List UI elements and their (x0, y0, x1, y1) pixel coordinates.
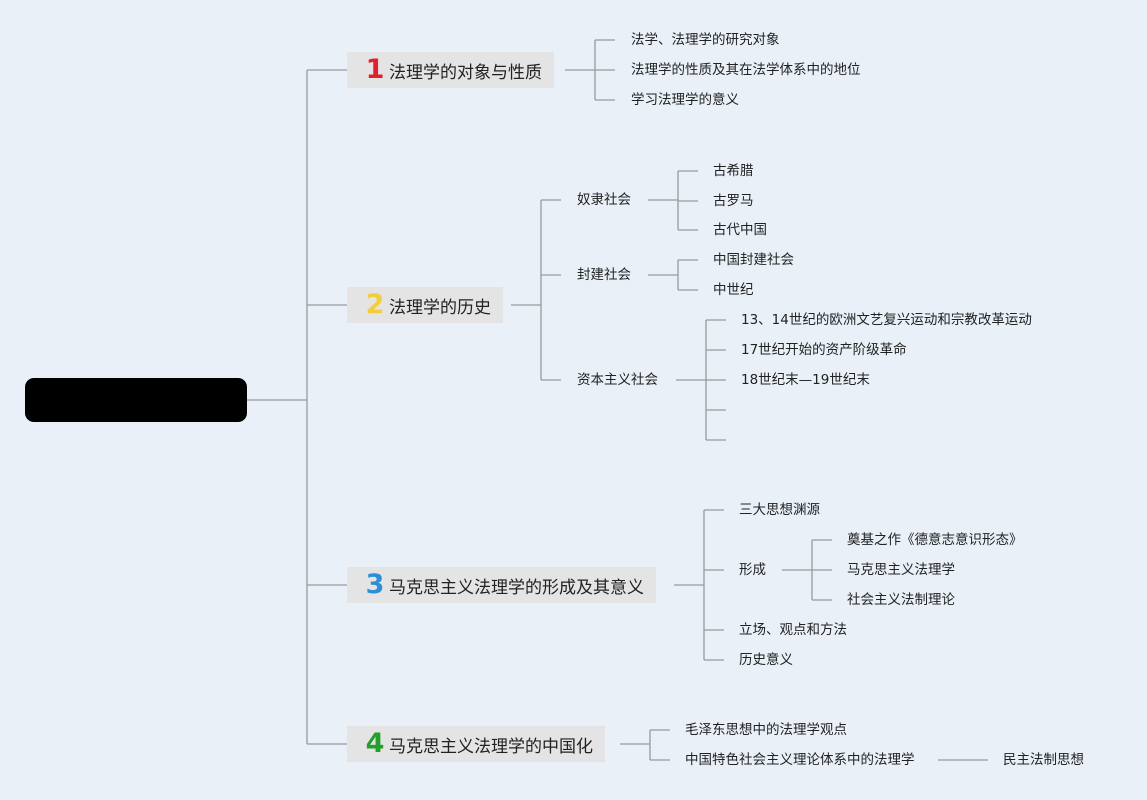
b3-child-4[interactable]: 历史意义 (739, 652, 793, 668)
b4-child-2[interactable]: 中国特色社会主义理论体系中的法理学 (685, 752, 915, 768)
b2-capital-connector (676, 319, 726, 441)
branch-2-label: 法理学的历史 (389, 297, 491, 318)
b2-feudal-child-2[interactable]: 中世纪 (713, 282, 754, 298)
b3-connector (674, 509, 724, 661)
b3-form-connector (782, 539, 832, 601)
b2-capital-child-1[interactable]: 13、14世纪的欧洲文艺复兴运动和宗教改革运动 (741, 312, 1032, 328)
branch-4[interactable]: 4 马克思主义法理学的中国化 (347, 726, 605, 762)
b3-child-formation[interactable]: 形成 (739, 562, 766, 578)
b1-child-2[interactable]: 法理学的性质及其在法学体系中的地位 (631, 62, 861, 78)
branch-1[interactable]: 1 法理学的对象与性质 (347, 52, 554, 88)
branch-1-number: 1 (365, 54, 385, 85)
b4-sub-child-1[interactable]: 民主法制思想 (1003, 752, 1084, 768)
b4-child-1[interactable]: 毛泽东思想中的法理学观点 (685, 722, 847, 738)
b2-feudal-child-1[interactable]: 中国封建社会 (713, 252, 794, 268)
branch-4-number: 4 (365, 728, 385, 759)
b2-slave-child-1[interactable]: 古希腊 (713, 163, 754, 179)
b2-slave-child-3[interactable]: 古代中国 (713, 222, 767, 238)
b1-child-1[interactable]: 法学、法理学的研究对象 (631, 32, 780, 48)
root-node[interactable] (25, 378, 247, 422)
b1-child-3[interactable]: 学习法理学的意义 (631, 92, 739, 108)
b3-child-3[interactable]: 立场、观点和方法 (739, 622, 847, 638)
b2-slave-child-2[interactable]: 古罗马 (713, 193, 754, 209)
b4-connector (620, 729, 670, 761)
branch-3-number: 3 (365, 569, 385, 600)
b2-slave-society[interactable]: 奴隶社会 (577, 192, 631, 208)
b3-form-child-2[interactable]: 马克思主义法理学 (847, 562, 955, 578)
b1-connector (565, 39, 615, 101)
b2-capitalist-society[interactable]: 资本主义社会 (577, 372, 658, 388)
b2-slave-connector (648, 170, 698, 231)
b3-child-1[interactable]: 三大思想渊源 (739, 502, 820, 518)
root-connector (247, 69, 347, 745)
branch-1-label: 法理学的对象与性质 (389, 62, 542, 83)
b3-form-child-1[interactable]: 奠基之作《德意志意识形态》 (847, 532, 1023, 548)
b2-feudal-society[interactable]: 封建社会 (577, 267, 631, 283)
branch-2-number: 2 (365, 289, 385, 320)
branch-4-label: 马克思主义法理学的中国化 (389, 736, 593, 757)
b2-capital-child-3[interactable]: 18世纪末—19世纪末 (741, 372, 870, 388)
b2-capital-child-2[interactable]: 17世纪开始的资产阶级革命 (741, 342, 907, 358)
branch-3-label: 马克思主义法理学的形成及其意义 (389, 577, 644, 598)
branch-2[interactable]: 2 法理学的历史 (347, 287, 503, 323)
b2-feudal-connector (648, 259, 698, 291)
b2-connector (511, 199, 561, 381)
b3-form-child-3[interactable]: 社会主义法制理论 (847, 592, 955, 608)
branch-3[interactable]: 3 马克思主义法理学的形成及其意义 (347, 567, 656, 603)
